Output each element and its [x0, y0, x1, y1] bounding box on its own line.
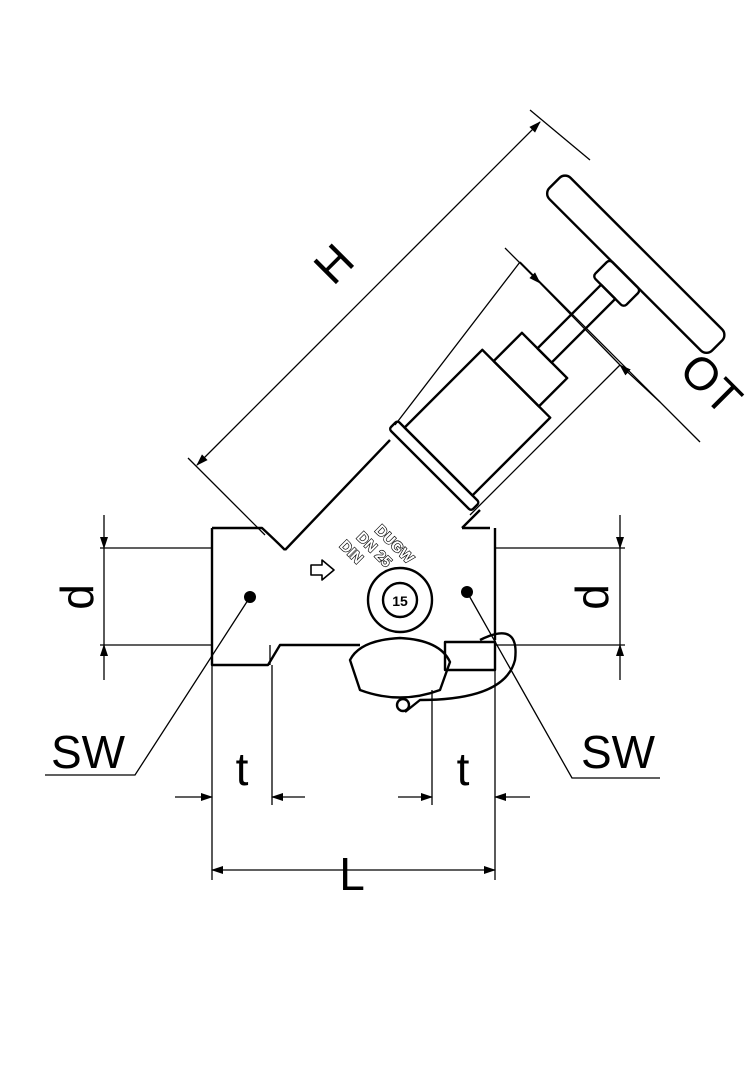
label-t-right: t — [457, 743, 470, 795]
label-h: H — [304, 234, 364, 294]
label-d-left: d — [51, 584, 103, 610]
flow-arrow-icon — [310, 559, 335, 581]
bonnet-assembly — [389, 174, 726, 511]
label-t-left: t — [236, 743, 249, 795]
label-l: L — [339, 848, 365, 900]
label-sw-left: SW — [51, 726, 126, 778]
cap-with-strap — [348, 632, 517, 713]
label-d-right: d — [566, 584, 618, 610]
body-markings: DUGW DN 25 DIN — [335, 521, 418, 571]
label-sw-right: SW — [581, 726, 656, 778]
drain-plug: 15 — [366, 566, 434, 634]
label-ot: OT — [670, 343, 752, 425]
dimension-lines — [45, 109, 701, 880]
valve-body — [210, 439, 497, 667]
badge-number: 15 — [392, 593, 408, 609]
